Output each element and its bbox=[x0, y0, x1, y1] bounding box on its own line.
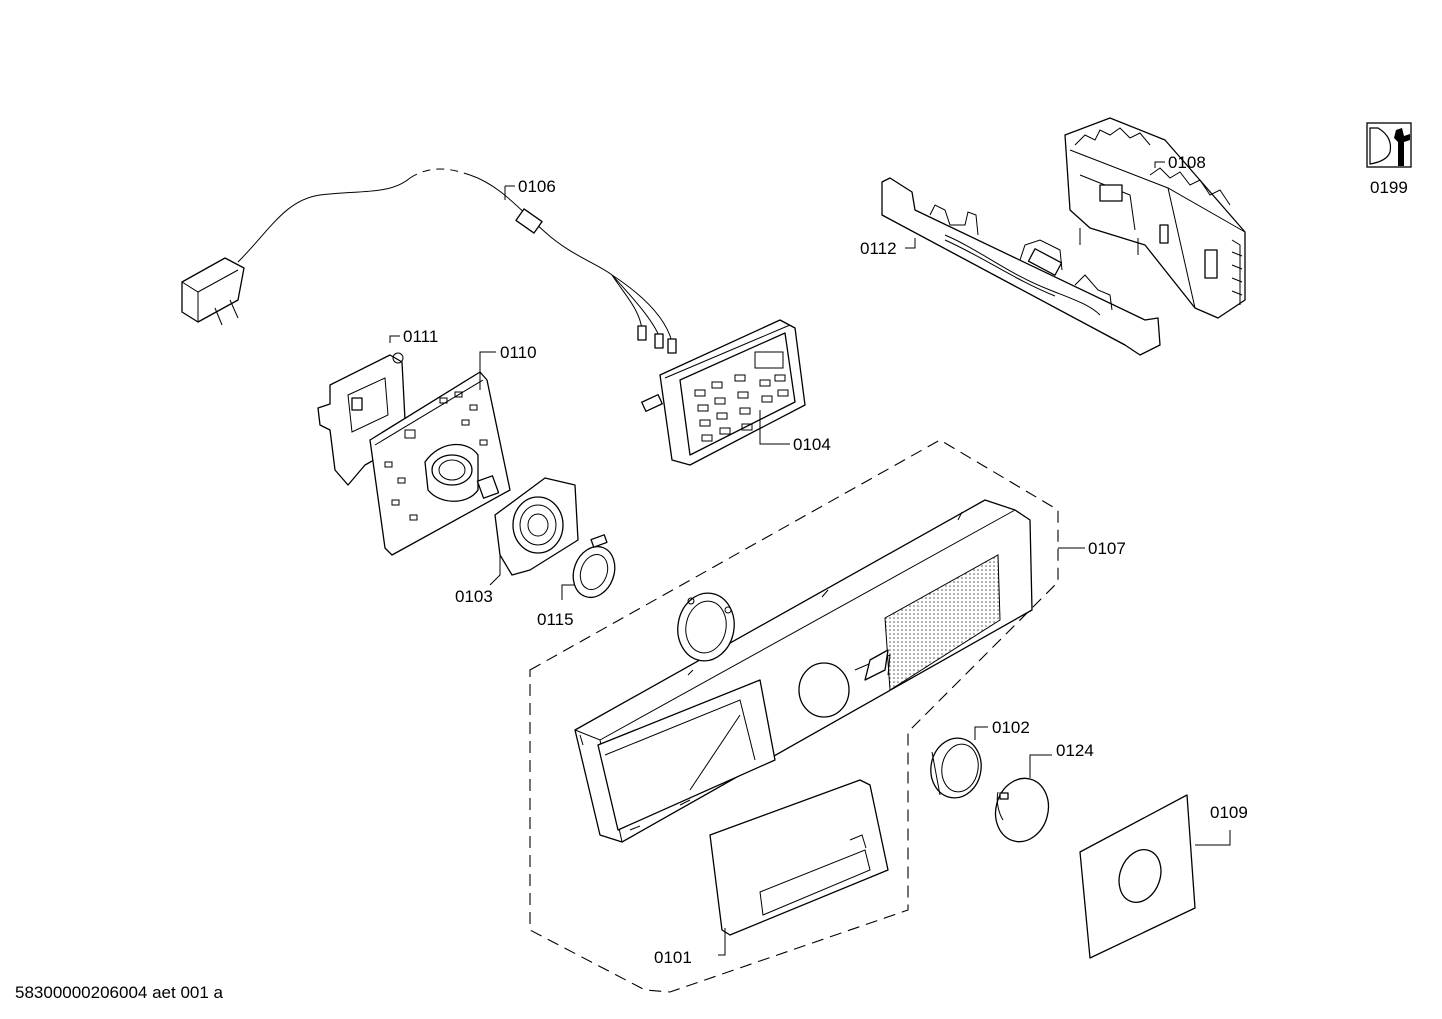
callout-0112: 0112 bbox=[860, 239, 897, 258]
drawing-reference-code: 58300000206004 aet 001 a bbox=[15, 983, 224, 1002]
knob-ring-part: 0102 bbox=[930, 718, 1030, 799]
callout-0109: 0109 bbox=[1210, 803, 1248, 822]
callout-0102: 0102 bbox=[992, 718, 1030, 737]
callout-0103: 0103 bbox=[455, 587, 493, 606]
callout-0101: 0101 bbox=[654, 948, 692, 967]
selector-ring-part bbox=[677, 592, 735, 662]
control-module-part: 0108 bbox=[1064, 117, 1246, 319]
callout-0199: 0199 bbox=[1370, 178, 1408, 197]
callout-0106: 0106 bbox=[518, 177, 556, 196]
callout-0115: 0115 bbox=[537, 610, 574, 629]
drawer-handle-part: 0101 bbox=[654, 779, 889, 967]
wiring-bracket-part: 0112 bbox=[860, 177, 1161, 356]
power-cord-part: 0106 bbox=[181, 168, 677, 354]
display-module-part: 0104 bbox=[641, 319, 831, 466]
callout-0108: 0108 bbox=[1168, 153, 1206, 172]
callout-0111: 0111 bbox=[403, 327, 438, 346]
callout-0124: 0124 bbox=[1056, 741, 1094, 760]
decor-plate-part: 0109 bbox=[1079, 794, 1248, 959]
circuit-board-part: 0110 bbox=[369, 343, 537, 556]
knob-cap-part: 0124 bbox=[994, 741, 1094, 843]
knob-housing-part: 0103 bbox=[455, 477, 579, 606]
service-wrench-icon: 0199 bbox=[1366, 122, 1412, 197]
fascia-panel-part: 0107 bbox=[529, 439, 1126, 993]
indicator-ring-part: 0115 bbox=[537, 534, 616, 629]
callout-0107: 0107 bbox=[1088, 539, 1126, 558]
callout-0104: 0104 bbox=[793, 435, 831, 454]
callout-0110: 0110 bbox=[500, 343, 537, 362]
